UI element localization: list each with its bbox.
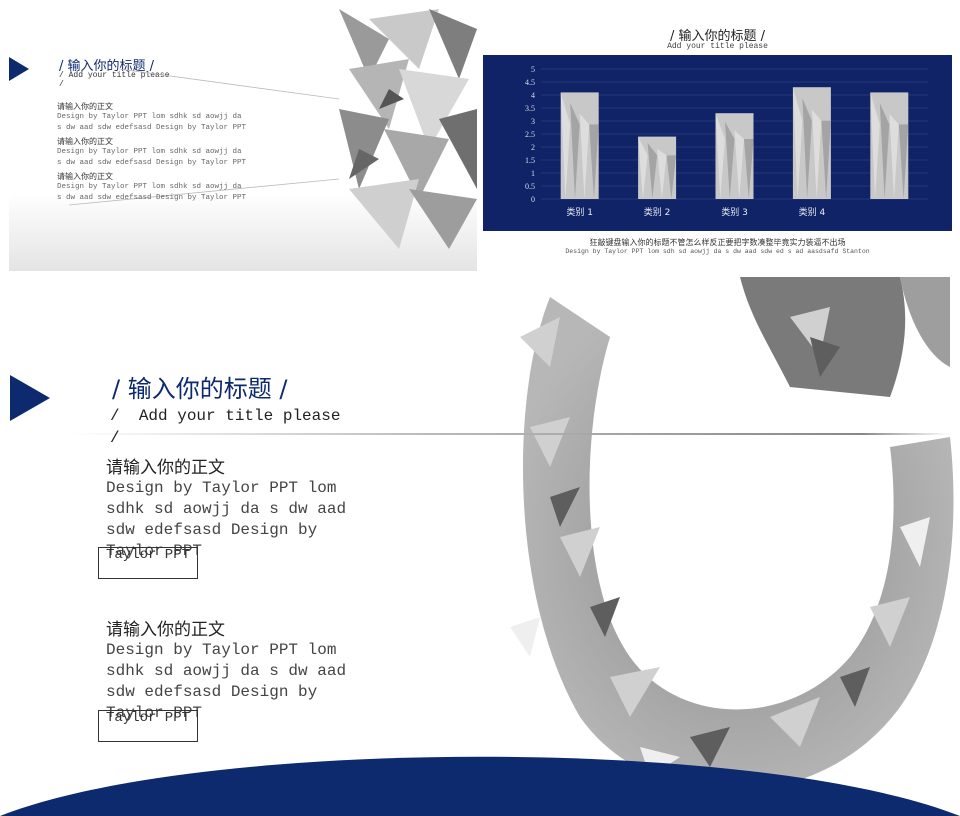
- block-heading: 请输入你的正文: [106, 458, 225, 478]
- slide-1-thumbnail[interactable]: / 输入你的标题 / / Add your title please/ 请输入你…: [9, 9, 477, 271]
- connector-lines: [68, 68, 340, 206]
- y-tick-label: 1: [531, 169, 535, 178]
- block-body: Design by Taylor PPT lom sdhk sd aowjj d…: [57, 148, 247, 167]
- bottom-wave: [0, 756, 960, 816]
- tag-box[interactable]: Taylor PPT: [98, 547, 198, 579]
- block-heading: 请输入你的正文: [57, 137, 113, 146]
- y-tick-label: 1.5: [525, 156, 535, 165]
- y-tick-label: 3.5: [525, 104, 535, 113]
- slide1-text-column: 请输入你的正文 Design by Taylor PPT lom sdhk sd…: [57, 101, 247, 204]
- block-heading: 请输入你的正文: [57, 172, 113, 181]
- x-tick-label: 类别 3: [721, 206, 748, 218]
- slide1-block: 请输入你的正文 Design by Taylor PPT lom sdhk sd…: [57, 136, 247, 169]
- y-tick-label: 0.5: [525, 182, 535, 191]
- slide-2-thumbnail[interactable]: / 输入你的标题 / Add your title please 0 0.5 1 1.…: [483, 9, 952, 271]
- slide2-caption-en: Design by Taylor PPT lom sdh sd aowjj da…: [565, 248, 870, 255]
- bar: [560, 92, 599, 199]
- triangle-right-icon: [10, 375, 50, 421]
- slide-3-main[interactable]: / 输入你的标题 / / Add your title please/ 请输入你…: [0, 277, 960, 816]
- slide1-block: 请输入你的正文 Design by Taylor PPT lom sdhk sd…: [57, 101, 247, 134]
- y-tick-label: 4: [531, 91, 535, 100]
- slide2-caption: 狂敲键盘输入你的标题不管怎么样反正要把字数凑整毕竟实力装逼不出场: [589, 238, 846, 247]
- x-tick-label: 类别 4: [799, 206, 826, 218]
- slide2-title: / 输入你的标题 /: [669, 29, 766, 44]
- faceted-sculpture-image: [339, 9, 477, 249]
- block-body: Design by Taylor PPT lom sdhk sd aowjj d…: [57, 183, 247, 202]
- divider-line: [70, 433, 950, 435]
- bar: [638, 136, 677, 199]
- bar: [715, 113, 754, 199]
- x-tick-label: 类别 1: [566, 206, 593, 218]
- tag-box[interactable]: Taylor PPT: [98, 710, 198, 742]
- bar: [870, 92, 909, 199]
- block-body: Design by Taylor PPT lom sdhk sd aowjj d…: [106, 479, 347, 560]
- y-tick-label: 2: [531, 143, 535, 152]
- slide3-block: 请输入你的正文 Design by Taylor PPT lom sdhk sd…: [106, 453, 386, 562]
- slide1-block: 请输入你的正文 Design by Taylor PPT lom sdhk sd…: [57, 171, 247, 204]
- y-tick-label: 4.5: [525, 78, 535, 87]
- y-tick-label: 3: [531, 117, 535, 126]
- bar-chart: 0 0.5 1 1.5 2 2.5 3 3.5 4 4.5 5 类别 1 类别 2 类别 3 类别 4: [483, 55, 952, 231]
- slide3-title: / 输入你的标题 /: [112, 375, 288, 403]
- faceted-torus-image: [510, 277, 954, 791]
- y-tick-label: 0: [531, 195, 535, 204]
- y-tick-label: 5: [531, 65, 535, 74]
- block-body: Design by Taylor PPT lom sdhk sd aowjj d…: [106, 641, 347, 722]
- bar: [792, 87, 831, 199]
- y-tick-label: 2.5: [525, 130, 535, 139]
- triangle-right-icon: [9, 57, 29, 81]
- slide3-block: 请输入你的正文 Design by Taylor PPT lom sdhk sd…: [106, 615, 386, 724]
- slide3-subtitle: / Add your title please/: [110, 407, 341, 447]
- block-heading: 请输入你的正文: [57, 102, 113, 111]
- x-tick-label: 类别 2: [644, 206, 671, 218]
- slide2-subtitle: Add your title please: [667, 42, 768, 51]
- slide1-subtitle: / Add your title please/: [59, 71, 170, 89]
- block-body: Design by Taylor PPT lom sdhk sd aowjj d…: [57, 113, 247, 132]
- block-heading: 请输入你的正文: [106, 620, 225, 640]
